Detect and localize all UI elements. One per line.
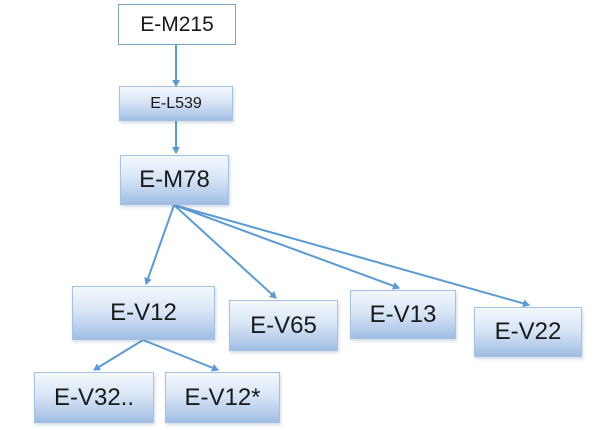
node-e-v12: E-V12 <box>72 286 215 340</box>
connector-v12-v12star <box>142 339 219 372</box>
node-e-v13: E-V13 <box>350 290 456 339</box>
node-label: E-L539 <box>150 94 202 112</box>
connector-m78-v13 <box>173 204 400 290</box>
node-e-v32: E-V32.. <box>34 372 154 423</box>
node-e-v12-star: E-V12* <box>165 372 280 423</box>
node-label: E-V22 <box>494 318 562 345</box>
connector-v12-v32 <box>93 339 144 371</box>
node-e-v22: E-V22 <box>474 307 582 357</box>
connector-m78-v22 <box>173 204 530 308</box>
node-label: E-M215 <box>140 12 214 36</box>
node-e-l539: E-L539 <box>119 86 233 121</box>
node-label: E-V32.. <box>53 383 135 411</box>
node-label: E-V12* <box>184 383 261 411</box>
node-label: E-V13 <box>369 300 437 328</box>
node-label: E-V65 <box>250 311 317 339</box>
node-e-m78: E-M78 <box>120 155 229 205</box>
node-e-m215: E-M215 <box>118 4 236 45</box>
connector-m78-v65 <box>173 204 277 299</box>
node-e-v65: E-V65 <box>229 300 338 351</box>
connector-m78-v12 <box>144 204 175 285</box>
node-label: E-V12 <box>110 299 177 326</box>
node-label: E-M78 <box>139 166 210 193</box>
